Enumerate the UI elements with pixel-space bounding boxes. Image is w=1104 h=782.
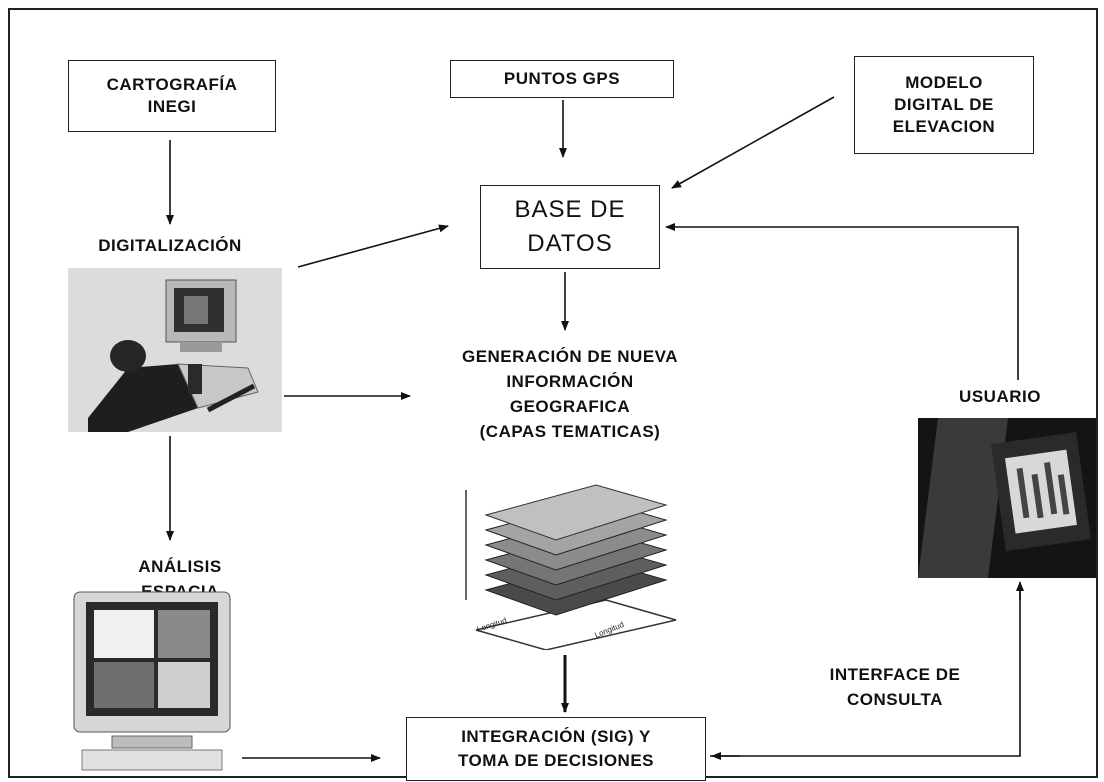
modelo-digital-box: MODELO DIGITAL DE ELEVACION: [854, 56, 1034, 154]
puntos-gps-box: PUNTOS GPS: [450, 60, 674, 98]
arrow-modelo-to-base: [671, 96, 835, 189]
digitalizacion-label: DIGITALIZACIÓN: [98, 236, 242, 255]
cartografia-inegi-box: CARTOGRAFÍA INEGI: [68, 60, 276, 132]
interface-label: INTERFACE DE CONSULTA: [829, 665, 961, 709]
usuario-label: USUARIO: [959, 387, 1041, 406]
generacion-label: GENERACIÓN DE NUEVA INFORMACIÓN GEOGRAFI…: [461, 347, 679, 441]
thematic-layers-image: Longitud Longitud: [456, 480, 686, 650]
arrow-interface-to-integracion: [710, 585, 1021, 757]
base-de-datos-box: BASE DE DATOS: [480, 185, 660, 269]
integracion-box: INTEGRACIÓN (SIG) Y TOMA DE DECISIONES: [406, 717, 706, 781]
user-photo: [918, 418, 1096, 578]
arrow-digitalizacion-to-base: [297, 224, 449, 268]
digitalization-photo: [68, 268, 282, 432]
analysis-monitor-image: [72, 590, 234, 772]
arrow-usuario-to-base: [665, 223, 1019, 380]
